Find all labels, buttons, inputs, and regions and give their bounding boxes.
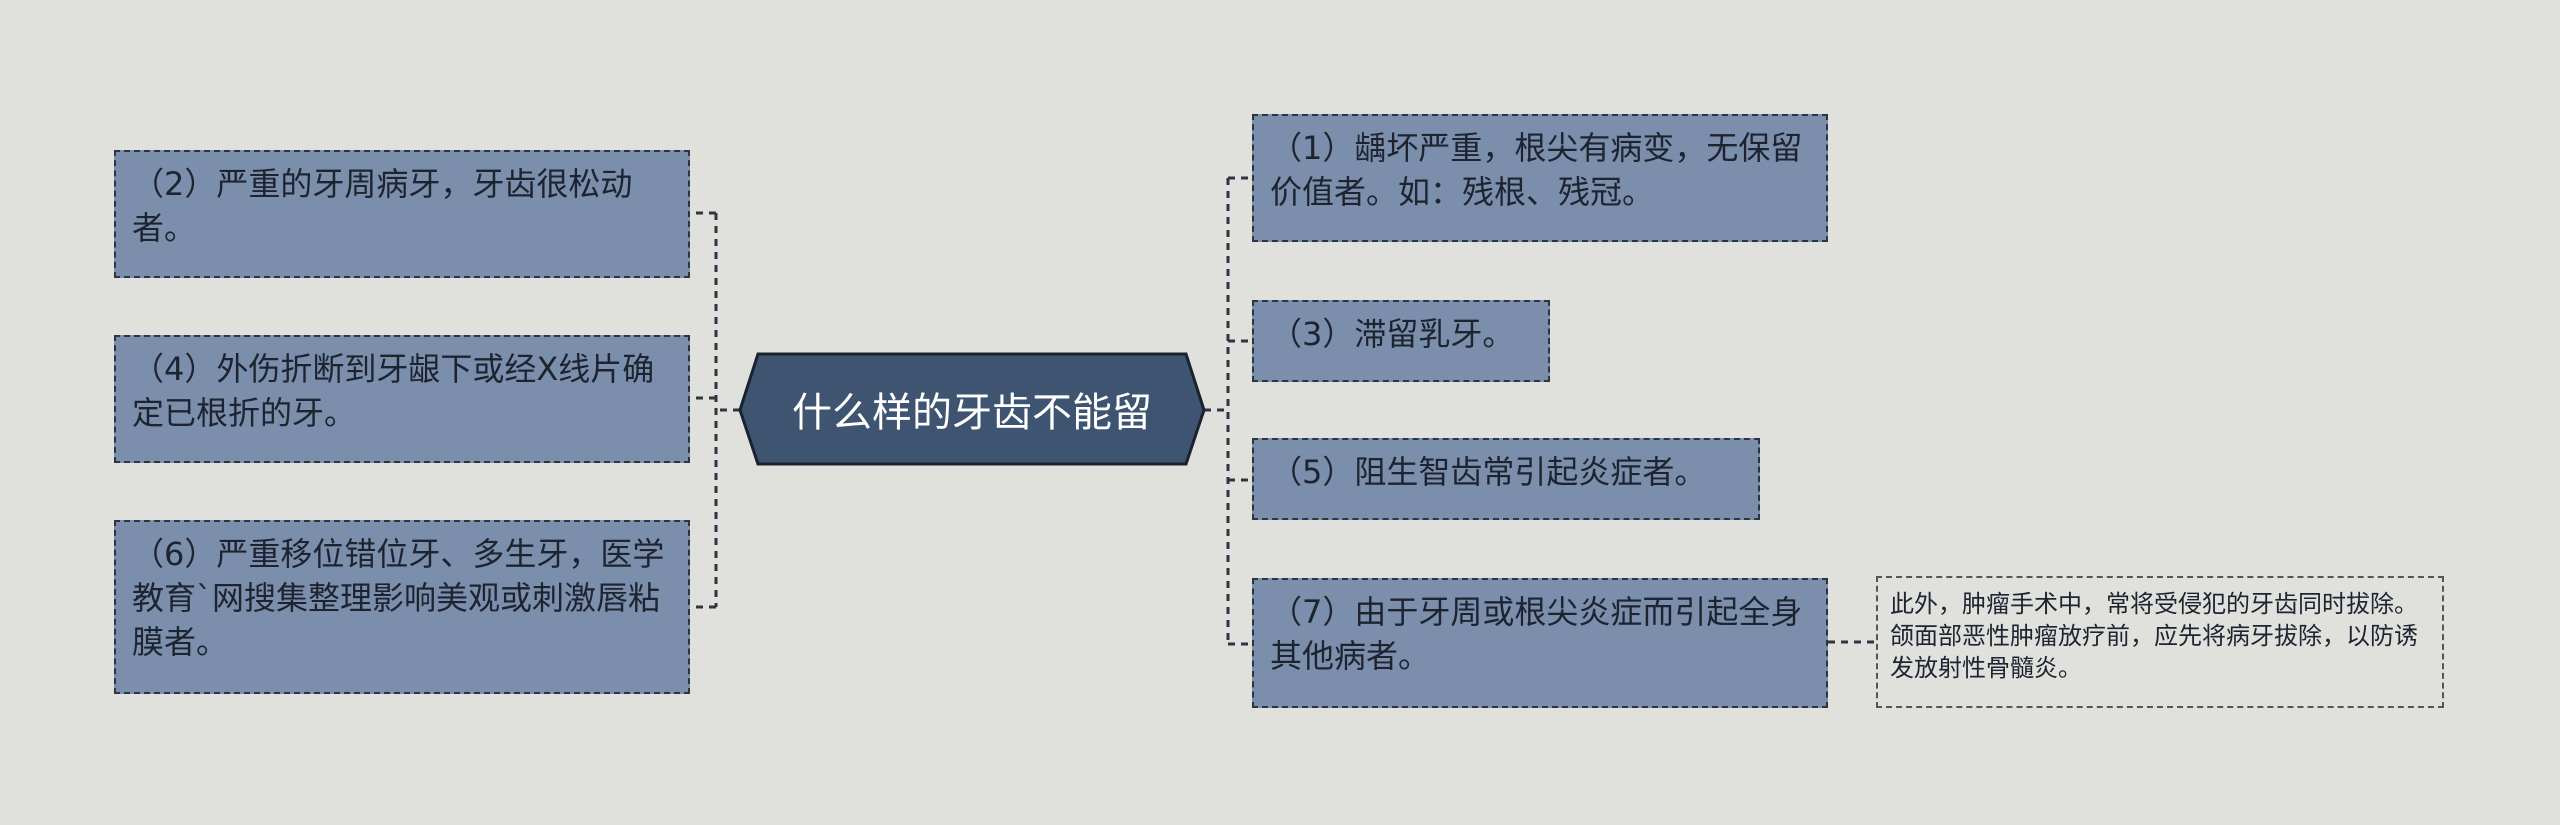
branch-node-right-1[interactable]: （1）龋坏严重，根尖有病变，无保留价值者。如：残根、残冠。 bbox=[1252, 114, 1828, 242]
branch-node-right-3[interactable]: （5）阻生智齿常引起炎症者。 bbox=[1252, 438, 1760, 520]
center-node-label[interactable]: 什么样的牙齿不能留 bbox=[792, 390, 1152, 436]
branch-node-left-2[interactable]: （4）外伤折断到牙龈下或经X线片确定已根折的牙。 bbox=[114, 335, 690, 463]
branch-node-left-3[interactable]: （6）严重移位错位牙、多生牙，医学教育`网搜集整理影响美观或刺激唇粘膜者。 bbox=[114, 520, 690, 694]
note-node[interactable]: 此外，肿瘤手术中，常将受侵犯的牙齿同时拔除。颌面部恶性肿瘤放疗前，应先将病牙拔除… bbox=[1876, 576, 2444, 708]
branch-node-right-2[interactable]: （3）滞留乳牙。 bbox=[1252, 300, 1550, 382]
center-node-shape bbox=[738, 352, 1206, 466]
branch-node-left-1[interactable]: （2）严重的牙周病牙，牙齿很松动者。 bbox=[114, 150, 690, 278]
branch-node-right-4[interactable]: （7）由于牙周或根尖炎症而引起全身其他病者。 bbox=[1252, 578, 1828, 708]
